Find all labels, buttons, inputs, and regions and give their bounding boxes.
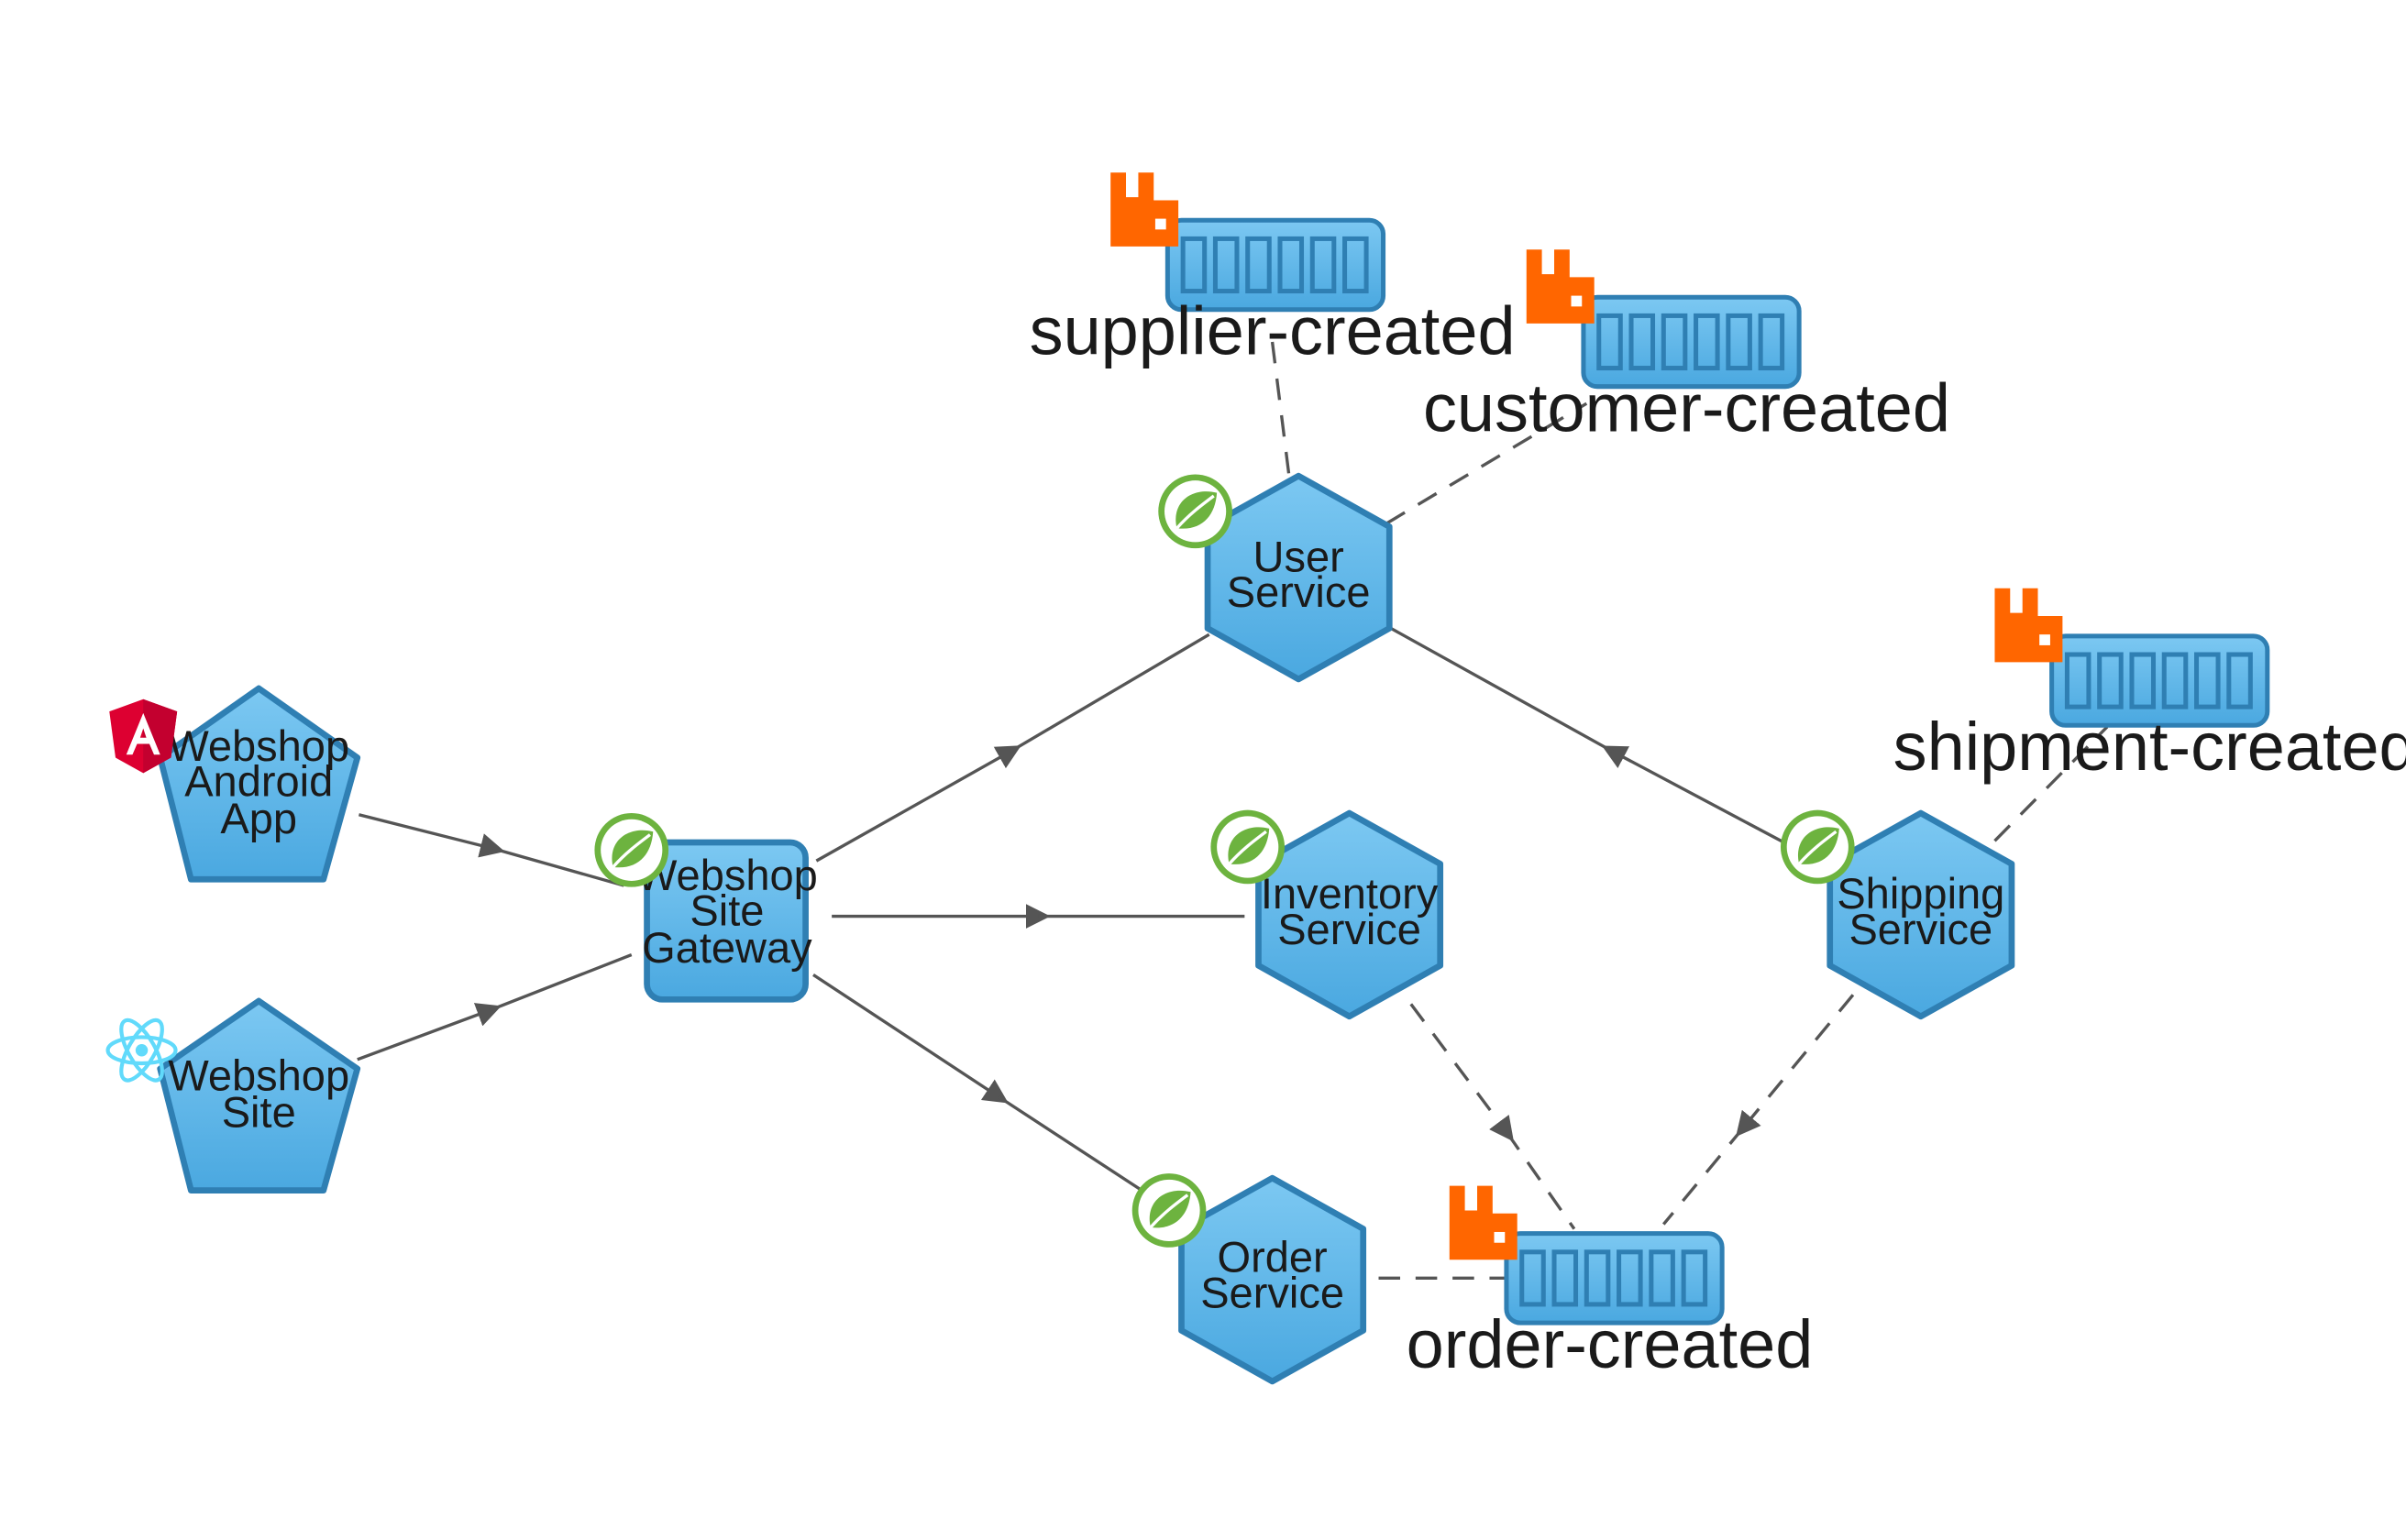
spring-leaf-icon bbox=[1209, 808, 1286, 886]
edge-shipping-shipment-created bbox=[1993, 725, 2109, 842]
edge-android-gateway bbox=[359, 813, 505, 858]
queue-label: shipment-created bbox=[1893, 709, 2406, 785]
queue-customer-created: customer-created bbox=[1423, 249, 1950, 446]
edge-shipping-user-tail bbox=[1390, 626, 1614, 754]
edge-gateway-order bbox=[812, 974, 1009, 1104]
node-android-app: Webshop Android App bbox=[109, 685, 361, 883]
spring-leaf-icon bbox=[1131, 1172, 1209, 1249]
edge-gateway-user-tail bbox=[1010, 632, 1210, 754]
edge-gateway-user bbox=[815, 745, 1021, 863]
queue-shipment-created: shipment-created bbox=[1893, 588, 2406, 785]
node-order-service: Order Service bbox=[1131, 1172, 1367, 1385]
edge-site-gateway bbox=[357, 1003, 502, 1062]
node-label-line: Service bbox=[1849, 905, 1992, 953]
node-label-line: Inventory bbox=[1261, 869, 1439, 918]
flow-edges bbox=[357, 626, 1788, 1203]
edge-inventory-order-created-tail bbox=[1505, 1130, 1576, 1230]
node-label-line: Service bbox=[1277, 905, 1421, 953]
node-gateway: Webshop Site Gateway bbox=[592, 811, 818, 1003]
rabbitmq-icon bbox=[1994, 588, 2063, 663]
node-user-service: User Service bbox=[1156, 472, 1393, 683]
react-icon bbox=[105, 1018, 178, 1083]
node-inventory-service: Inventory Service bbox=[1209, 808, 1444, 1020]
rabbitmq-icon bbox=[1110, 172, 1179, 247]
queue-order-created: order-created bbox=[1407, 1185, 1814, 1382]
edge-shipping-order-created-tail bbox=[1661, 1126, 1745, 1226]
node-label-line: App bbox=[220, 794, 297, 842]
spring-leaf-icon bbox=[1156, 472, 1234, 550]
angular-icon bbox=[109, 698, 178, 774]
node-label-line: Shipping bbox=[1837, 869, 2004, 918]
queue-label: customer-created bbox=[1423, 369, 1950, 446]
queue-edges bbox=[1270, 341, 2109, 1281]
edge-gateway-order-tail bbox=[997, 1094, 1160, 1203]
edge-shipping-user bbox=[1601, 745, 1788, 846]
edge-inventory-order-created bbox=[1409, 1003, 1514, 1142]
node-label-line: Service bbox=[1227, 567, 1371, 616]
node-label-line: Webshop bbox=[168, 1050, 349, 1099]
node-label-line: Gateway bbox=[642, 923, 812, 972]
edge-site-gateway-tail bbox=[489, 953, 633, 1012]
queue-label: supplier-created bbox=[1030, 292, 1516, 368]
node-label-line: User bbox=[1253, 532, 1344, 580]
queue-label: order-created bbox=[1407, 1306, 1814, 1382]
node-label-line: Service bbox=[1200, 1268, 1344, 1316]
rabbitmq-icon bbox=[1526, 249, 1595, 324]
node-shipping-service: Shipping Service bbox=[1779, 808, 2015, 1020]
edge-android-gateway-tail bbox=[492, 847, 624, 887]
queue-supplier-created: supplier-created bbox=[1030, 172, 1516, 368]
node-label-line: Site bbox=[222, 1088, 296, 1137]
node-label-line: Android bbox=[184, 757, 333, 806]
node-label-line: Order bbox=[1218, 1233, 1328, 1282]
node-label-line: Site bbox=[690, 886, 764, 935]
spring-leaf-icon bbox=[1779, 808, 1857, 886]
rabbitmq-icon bbox=[1449, 1185, 1518, 1260]
node-site: Webshop Site bbox=[105, 997, 361, 1194]
edge-user-customer-created bbox=[1385, 402, 1588, 525]
edge-shipping-order-created bbox=[1736, 994, 1855, 1138]
spring-leaf-icon bbox=[592, 811, 670, 889]
edge-user-supplier-created bbox=[1270, 341, 1291, 478]
node-label-line: Webshop bbox=[168, 721, 349, 770]
